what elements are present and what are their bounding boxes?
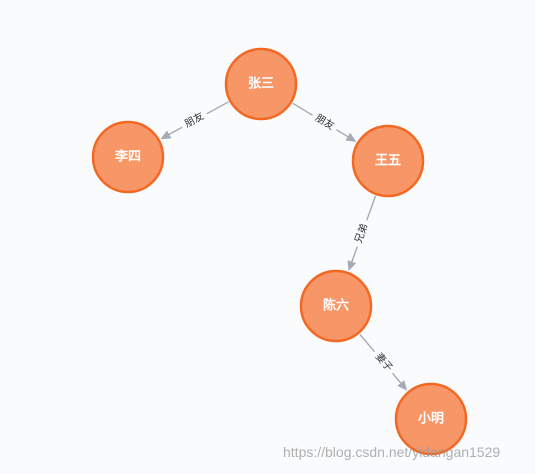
relationship-label-background <box>350 217 374 250</box>
relationship-label-background <box>369 347 398 378</box>
watermark-text: https://blog.csdn.net/yidangan1529 <box>283 444 501 460</box>
arrowhead-icon <box>347 260 357 272</box>
relationship-zhangsan-lisi[interactable]: 朋友 <box>160 101 229 140</box>
relationship-wangwu-chenliu[interactable]: 兄弟 <box>347 195 377 272</box>
node-zhangsan[interactable]: 张三 <box>224 47 298 121</box>
node-label: 李四 <box>114 149 141 165</box>
node-wangwu[interactable]: 王五 <box>351 124 425 198</box>
relationship-label: 兄弟 <box>353 222 371 245</box>
node-chenliu[interactable]: 陈六 <box>299 269 373 343</box>
node-circle <box>351 124 425 198</box>
relationship-zhangsan-wangwu[interactable]: 朋友 <box>292 102 357 142</box>
node-label: 张三 <box>248 77 274 92</box>
node-circle <box>224 47 298 121</box>
node-label: 小明 <box>418 412 444 427</box>
node-label: 王五 <box>375 154 401 169</box>
relationship-label-group: 朋友 <box>308 109 341 136</box>
relationship-label-background <box>308 109 341 136</box>
node-circle <box>91 120 165 194</box>
relationship-label-group: 朋友 <box>178 107 211 134</box>
node-lisi[interactable]: 李四 <box>91 120 165 194</box>
relationship-chenliu-xiaoming[interactable]: 妻子 <box>359 333 408 391</box>
relationship-label-background <box>178 107 211 134</box>
node-xiaoming[interactable]: 小明 <box>394 382 468 456</box>
node-label: 陈六 <box>323 298 349 314</box>
relationship-label-group: 兄弟 <box>350 217 374 250</box>
arrowhead-icon <box>345 132 357 142</box>
arrowhead-icon <box>160 130 172 140</box>
node-circle <box>394 382 468 456</box>
node-circle <box>299 269 373 343</box>
arrowhead-icon <box>397 380 408 391</box>
